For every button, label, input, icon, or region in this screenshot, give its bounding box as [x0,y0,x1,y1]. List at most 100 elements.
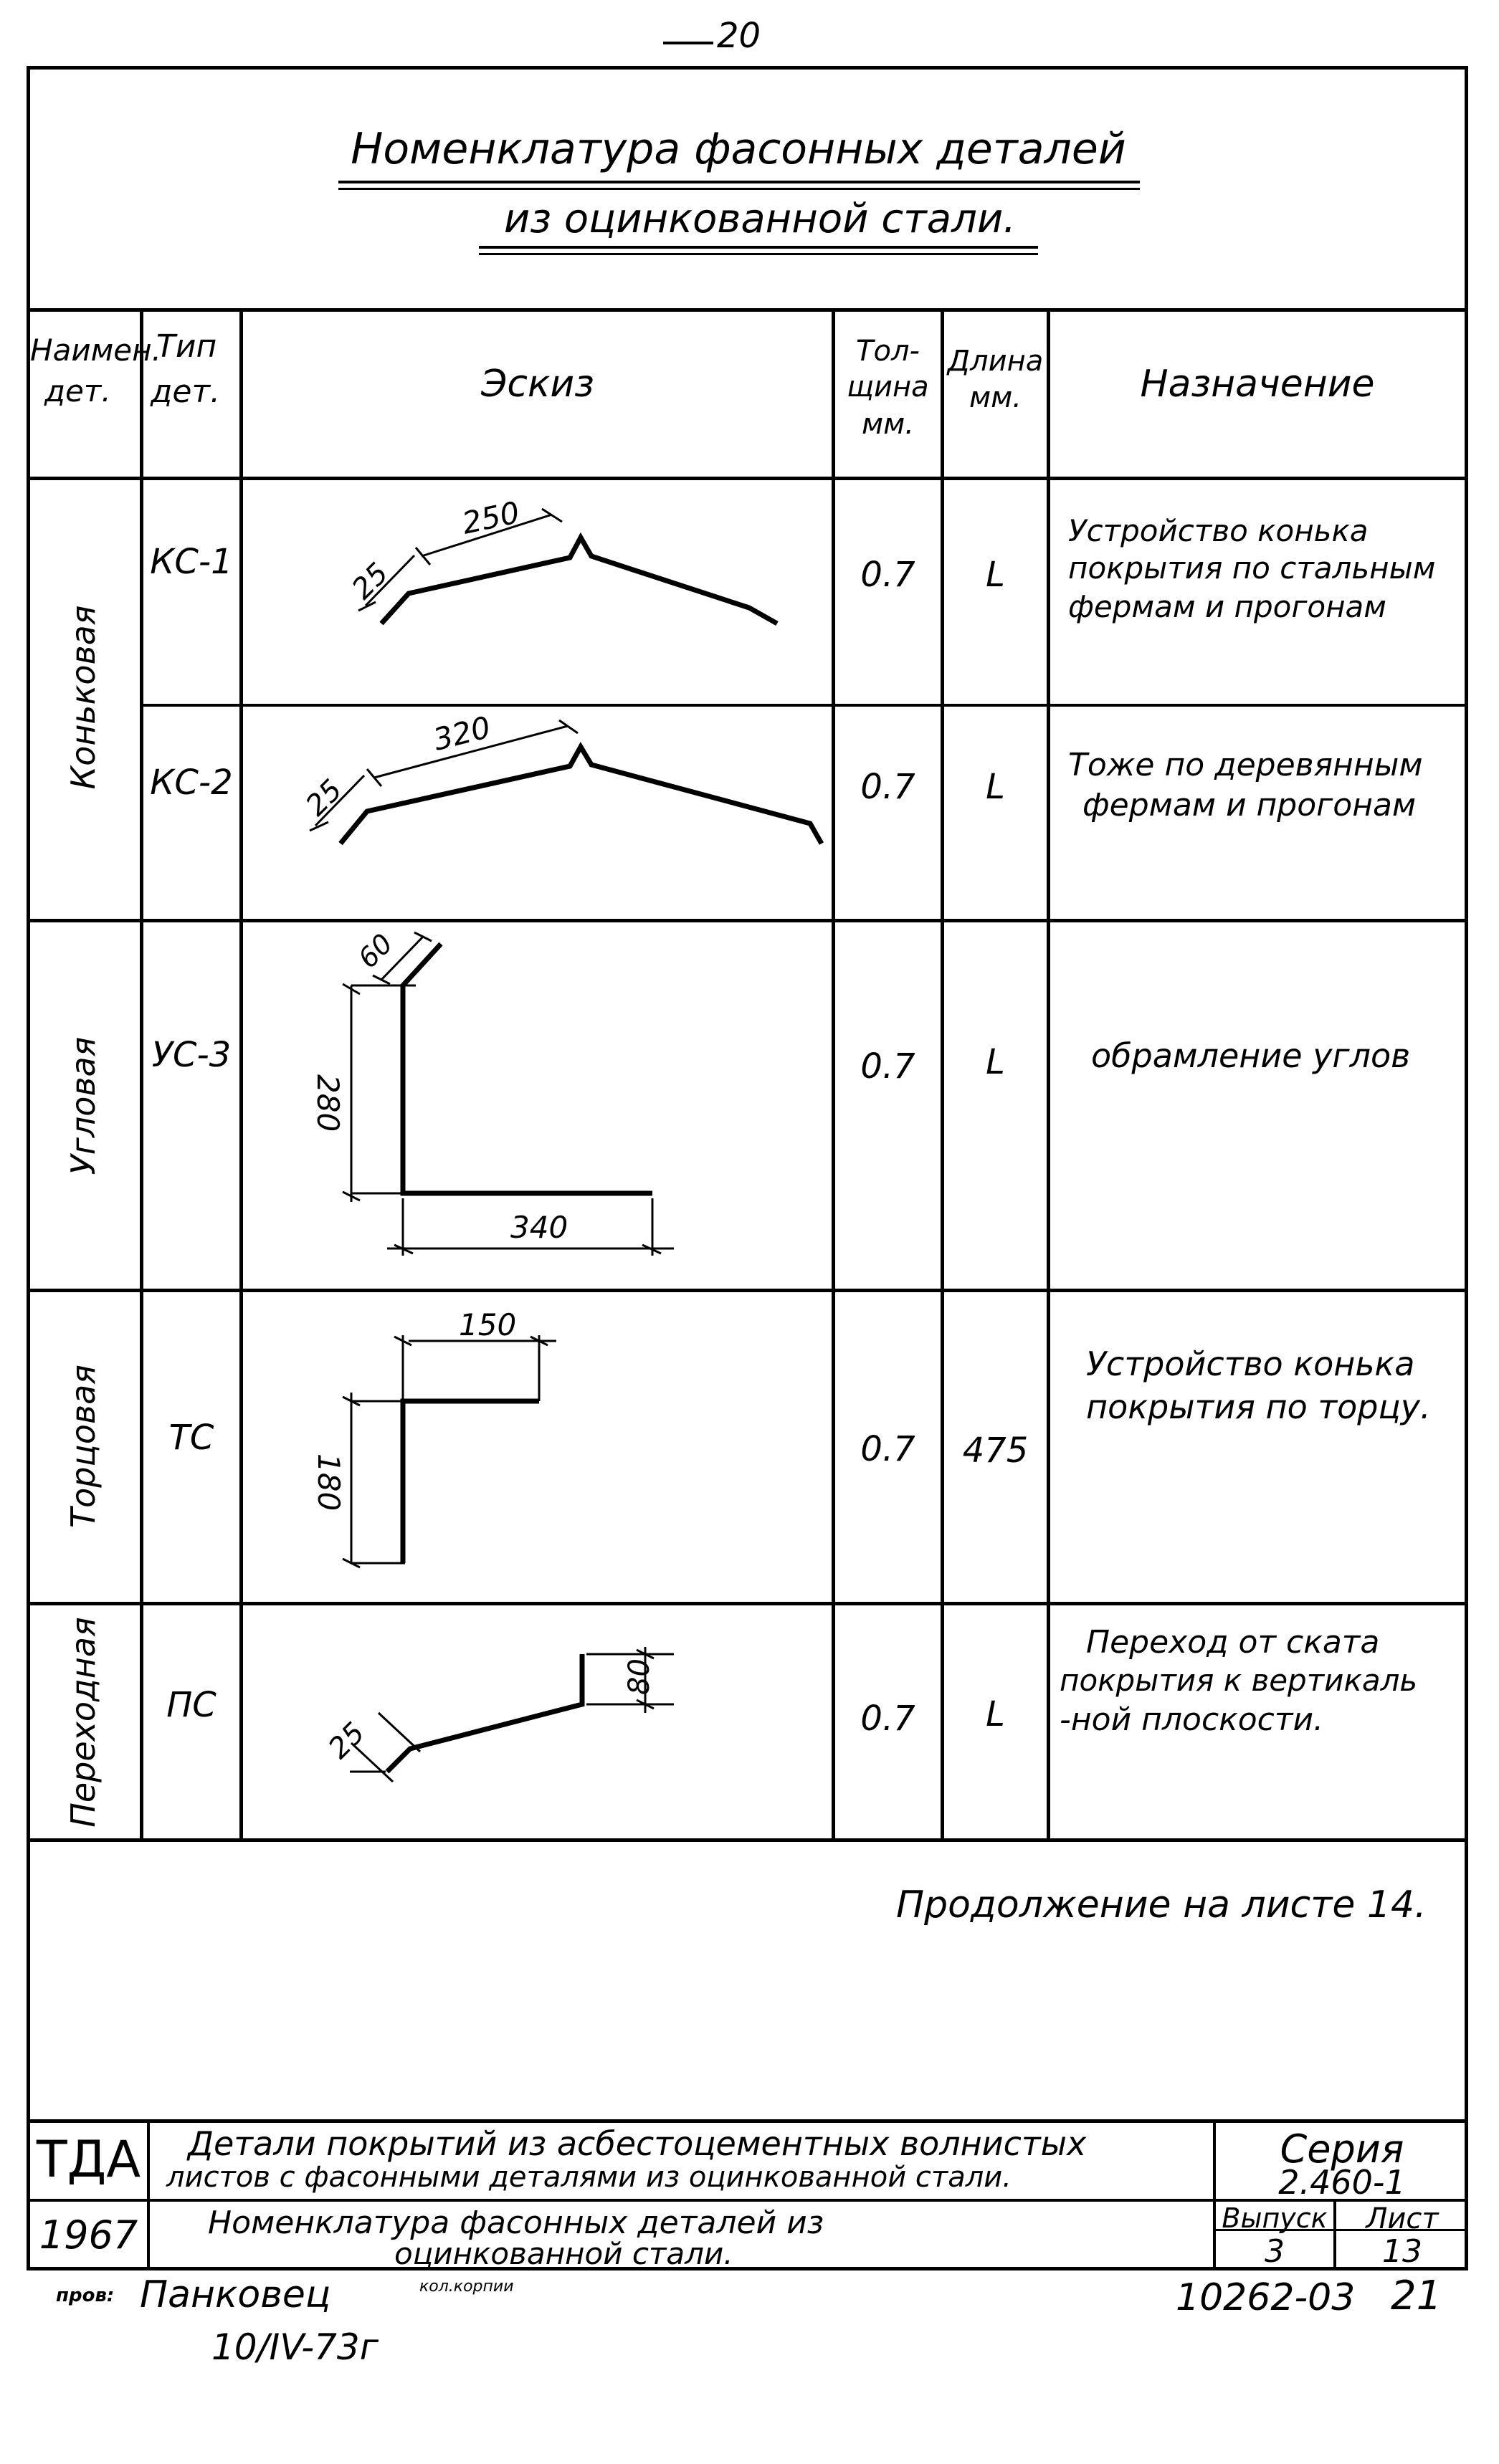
group-label-konkovaya: Коньковая [64,605,103,790]
issue-value: 3 [1265,2233,1285,2270]
header-name-1: Наимен. [30,333,161,368]
series-label: Серия [1280,2126,1404,2172]
page-title-line2: из оцинкованной стали. [503,196,1017,242]
header-thickness-1: Тол- [856,335,920,368]
sketch-us3: 60 280 340 [310,927,674,1256]
col-line-3 [832,308,835,1842]
purpose-ks2-1: Тоже по деревянным [1068,747,1423,783]
header-length-2: мм. [969,381,1022,414]
header-type-2: дет. [151,373,221,410]
purpose-ks2-2: фермам и прогонам [1082,787,1417,823]
dim-ps-80: 80 [623,1658,656,1695]
drawing-frame [27,66,1468,2270]
sketch-ps: 25 80 [323,1647,674,1783]
thickness-ps: 0.7 [860,1699,915,1739]
purpose-us3-1: обрамление углов [1091,1036,1411,1075]
length-ps: L [986,1694,1005,1734]
purpose-ps-2: покрытия к вертикаль [1060,1663,1418,1698]
dim-ts-150: 150 [459,1307,516,1342]
titleblock-col-3 [1333,2199,1336,2270]
length-ks2: L [986,767,1005,807]
continuation-note: Продолжение на листе 14. [896,1883,1427,1926]
issue-label: Выпуск [1222,2202,1328,2234]
group3-bottom-line [27,1602,1468,1605]
row1-bottom-line [140,704,1468,707]
type-ts: ТС [168,1418,214,1458]
group2-bottom-line [27,1289,1468,1292]
length-ts: 475 [962,1431,1029,1471]
header-sketch: Эскиз [481,363,594,406]
purpose-ks1-2: покрытия по стальным [1068,550,1436,586]
group-label-perekhodnaya: Переходная [64,1617,103,1828]
group-label-tortsovaya: Торцовая [64,1365,103,1528]
dim-us3-280: 280 [310,1074,346,1132]
titleblock-top-line [27,2119,1468,2123]
sketch-ts: 150 180 [311,1307,556,1569]
page-number-dash-left [663,42,713,44]
purpose-ts-2: покрытия по торцу. [1086,1388,1431,1426]
dim-ks1-25: 25 [346,557,395,606]
sheet-title-2: оцинкованной стали. [394,2236,733,2271]
dim-ks2-25: 25 [300,773,349,823]
series-value: 2.460-1 [1278,2163,1406,2202]
col-line-2 [239,308,243,1842]
type-us3: УС-3 [151,1035,232,1075]
purpose-ps-3: -ной плоскости. [1060,1701,1324,1738]
purpose-ks1-3: фермам и прогонам [1068,589,1386,624]
group-label-uglovaya: Угловая [64,1036,103,1175]
dim-ks2-320: 320 [430,710,495,758]
type-ks2: КС-2 [150,763,233,803]
header-thickness-3: мм. [861,408,915,441]
sheet-value: 13 [1382,2233,1422,2270]
purpose-ts-1: Устройство конька [1086,1345,1415,1383]
dim-ks1-250: 250 [459,495,523,541]
header-type-1: Тип [156,328,217,365]
type-ps: ПС [166,1685,216,1725]
length-us3: L [986,1042,1005,1082]
header-length-1: Длина [947,345,1044,378]
sheet-title-1: Номенклатура фасонных деталей из [208,2205,824,2241]
sheet-label: Лист [1366,2202,1439,2235]
titleblock-col-2 [1213,2119,1216,2270]
year: 1967 [39,2212,138,2258]
title-underline-2b [479,253,1038,255]
dim-ps-25: 25 [323,1716,372,1766]
checked-name: Панковец [140,2273,331,2316]
header-bottom-line [27,477,1468,480]
checked-date: 10/IV-73г [211,2326,379,2368]
header-thickness-2: щина [847,371,929,403]
group1-bottom-line [27,919,1468,922]
type-ks1: КС-1 [150,542,233,582]
col-line-1 [140,308,143,1842]
page-total: 21 [1391,2273,1442,2319]
length-ks1: L [986,555,1005,595]
col-line-5 [1047,308,1050,1842]
dim-us3-60: 60 [352,927,399,974]
thickness-us3: 0.7 [860,1046,915,1087]
titleblock-description-2: листов с фасонными деталями из оцинкован… [166,2161,1012,2194]
purpose-ks1-1: Устройство конька [1068,513,1369,548]
org-label: ТДА [36,2130,141,2189]
titleblock-description-1: Детали покрытий из асбестоцементных волн… [188,2124,1087,2163]
titleblock-issue-underline [1216,2229,1468,2231]
sketch-ks1: 25 250 [346,495,779,626]
header-purpose: Назначение [1140,363,1375,406]
table-top-line [27,308,1468,312]
title-underline-2a [479,246,1038,249]
header-name-2: дет. [44,373,111,409]
thickness-ks1: 0.7 [860,555,915,595]
thickness-ts: 0.7 [860,1429,915,1469]
title-underline-1b [338,188,1140,190]
sketch-ks2: 25 320 [300,710,824,846]
page-number: 20 [717,16,761,56]
checked-label: пров: [56,2285,115,2306]
checked-note: кол.корпии [419,2278,514,2296]
table-bottom-line [27,1838,1468,1842]
doc-number: 10262-03 [1176,2276,1356,2319]
title-underline-1a [338,181,1140,183]
titleblock-mid-line [27,2199,1468,2202]
titleblock-col-1 [147,2119,150,2270]
purpose-ps-1: Переход от ската [1086,1624,1380,1661]
dim-ts-180: 180 [311,1453,346,1511]
col-line-4 [941,308,944,1842]
